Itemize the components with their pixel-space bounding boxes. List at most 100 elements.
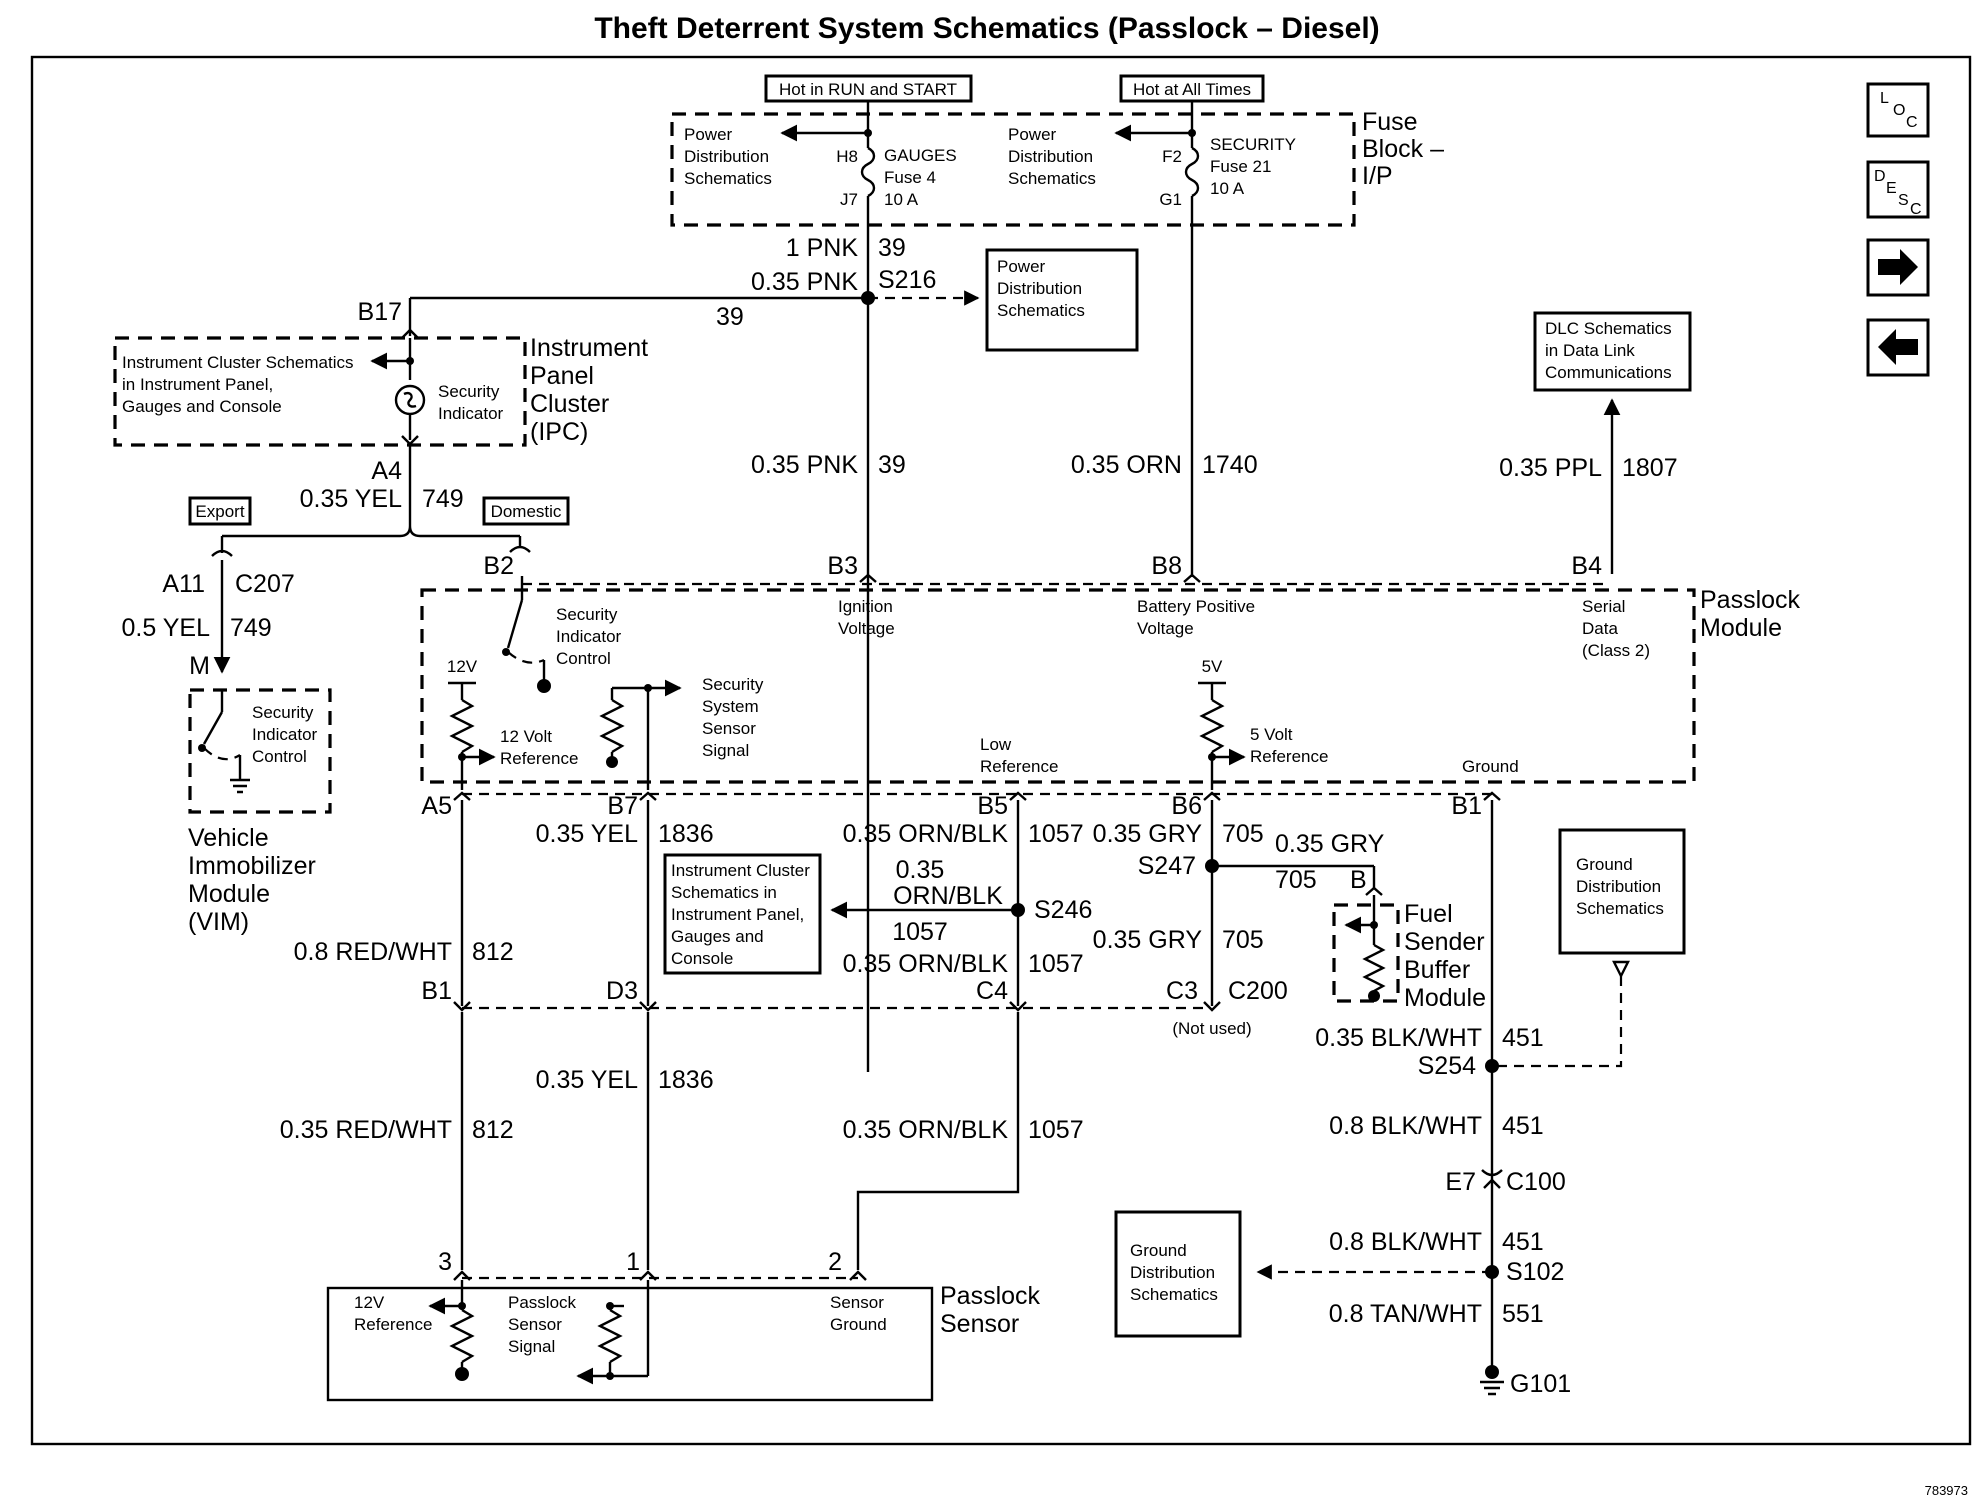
svg-text:Sensor: Sensor bbox=[940, 1310, 1019, 1338]
svg-text:B3: B3 bbox=[827, 552, 858, 580]
svg-text:551: 551 bbox=[1502, 1300, 1544, 1328]
svg-text:Distribution: Distribution bbox=[1130, 1263, 1215, 1282]
svg-text:H8: H8 bbox=[836, 147, 858, 166]
svg-text:Schematics: Schematics bbox=[1576, 899, 1664, 918]
arrow-left-icon bbox=[1878, 329, 1918, 365]
svg-text:Control: Control bbox=[556, 649, 611, 668]
svg-text:1057: 1057 bbox=[1028, 950, 1084, 978]
svg-text:Schematics: Schematics bbox=[1130, 1285, 1218, 1304]
svg-text:B: B bbox=[1350, 866, 1367, 894]
svg-text:Hot in RUN and START: Hot in RUN and START bbox=[779, 80, 957, 99]
svg-text:Immobilizer: Immobilizer bbox=[188, 852, 316, 880]
desc-button[interactable]: D E S C bbox=[1866, 160, 1930, 219]
svg-text:0.8 BLK/WHT: 0.8 BLK/WHT bbox=[1329, 1112, 1482, 1140]
svg-text:E: E bbox=[1886, 180, 1897, 197]
svg-text:0.8 TAN/WHT: 0.8 TAN/WHT bbox=[1329, 1300, 1482, 1328]
svg-text:0.35 GRY: 0.35 GRY bbox=[1093, 926, 1203, 954]
svg-text:(VIM): (VIM) bbox=[188, 908, 249, 936]
svg-text:10 A: 10 A bbox=[884, 190, 919, 209]
svg-text:S102: S102 bbox=[1506, 1258, 1564, 1286]
svg-text:Power: Power bbox=[997, 257, 1046, 276]
svg-text:0.35 ORN/BLK: 0.35 ORN/BLK bbox=[843, 950, 1009, 978]
svg-text:Sensor: Sensor bbox=[702, 719, 756, 738]
svg-text:A11: A11 bbox=[162, 570, 205, 598]
svg-text:749: 749 bbox=[422, 485, 464, 513]
svg-text:S246: S246 bbox=[1034, 896, 1092, 924]
svg-text:C: C bbox=[1910, 201, 1922, 218]
svg-text:Indicator: Indicator bbox=[556, 627, 622, 646]
svg-text:O: O bbox=[1893, 102, 1905, 119]
svg-text:0.35: 0.35 bbox=[896, 856, 945, 884]
svg-text:A4: A4 bbox=[371, 457, 402, 485]
svg-text:Distribution: Distribution bbox=[1576, 877, 1661, 896]
svg-text:A5: A5 bbox=[421, 792, 452, 820]
svg-text:0.8 BLK/WHT: 0.8 BLK/WHT bbox=[1329, 1228, 1482, 1256]
resistor-12v bbox=[449, 698, 475, 754]
svg-text:39: 39 bbox=[878, 451, 906, 479]
svg-text:Voltage: Voltage bbox=[838, 619, 895, 638]
svg-text:B4: B4 bbox=[1571, 552, 1602, 580]
svg-text:I/P: I/P bbox=[1362, 162, 1393, 190]
svg-text:0.35 YEL: 0.35 YEL bbox=[536, 820, 639, 848]
svg-text:Fuse 21: Fuse 21 bbox=[1210, 157, 1271, 176]
svg-text:Voltage: Voltage bbox=[1137, 619, 1194, 638]
svg-text:1: 1 bbox=[626, 1248, 640, 1276]
instrument-panel-cluster bbox=[113, 336, 527, 447]
passlock-sensor bbox=[326, 1286, 934, 1402]
svg-text:Battery Positive: Battery Positive bbox=[1137, 597, 1255, 616]
svg-text:Fuse 4: Fuse 4 bbox=[884, 168, 936, 187]
svg-text:in Data Link: in Data Link bbox=[1545, 341, 1635, 360]
svg-text:0.35 YEL: 0.35 YEL bbox=[300, 485, 403, 513]
svg-text:0.5 YEL: 0.5 YEL bbox=[121, 614, 210, 642]
svg-text:B6: B6 bbox=[1171, 792, 1202, 820]
svg-text:Module: Module bbox=[188, 880, 270, 908]
svg-text:Schematics in: Schematics in bbox=[671, 883, 777, 902]
svg-text:S: S bbox=[1898, 192, 1909, 209]
svg-text:Indicator: Indicator bbox=[438, 404, 504, 423]
svg-text:812: 812 bbox=[472, 1116, 514, 1144]
svg-text:Panel: Panel bbox=[530, 362, 594, 390]
resistor-sensor-signal bbox=[599, 698, 625, 754]
svg-text:1807: 1807 bbox=[1622, 454, 1678, 482]
svg-text:0.8 RED/WHT: 0.8 RED/WHT bbox=[294, 938, 452, 966]
svg-text:F2: F2 bbox=[1162, 147, 1182, 166]
svg-text:Distribution: Distribution bbox=[684, 147, 769, 166]
loc-button[interactable]: L O C bbox=[1866, 82, 1930, 138]
svg-text:5V: 5V bbox=[1202, 657, 1223, 676]
vehicle-immobilizer-module bbox=[188, 688, 332, 814]
svg-text:705: 705 bbox=[1275, 866, 1317, 894]
svg-text:in Instrument Panel,: in Instrument Panel, bbox=[122, 375, 273, 394]
svg-text:Ground: Ground bbox=[1130, 1241, 1187, 1260]
svg-text:Schematics: Schematics bbox=[1008, 169, 1096, 188]
svg-text:SECURITY: SECURITY bbox=[1210, 135, 1296, 154]
svg-text:Serial: Serial bbox=[1582, 597, 1625, 616]
svg-text:39: 39 bbox=[878, 234, 906, 262]
figure-code: 783973 bbox=[1925, 1483, 1968, 1498]
svg-text:B5: B5 bbox=[977, 792, 1008, 820]
svg-text:Domestic: Domestic bbox=[491, 502, 562, 521]
back-button[interactable] bbox=[1866, 318, 1930, 377]
svg-text:DLC Schematics: DLC Schematics bbox=[1545, 319, 1672, 338]
svg-text:1740: 1740 bbox=[1202, 451, 1258, 479]
svg-text:Instrument Panel,: Instrument Panel, bbox=[671, 905, 804, 924]
passlock-module bbox=[420, 588, 1696, 784]
domestic-option: Domestic bbox=[482, 496, 570, 526]
svg-text:C100: C100 bbox=[1506, 1168, 1566, 1196]
svg-text:D3: D3 bbox=[606, 977, 638, 1005]
svg-text:1057: 1057 bbox=[1028, 1116, 1084, 1144]
svg-text:C200: C200 bbox=[1228, 977, 1288, 1005]
svg-text:749: 749 bbox=[230, 614, 272, 642]
svg-text:Sensor: Sensor bbox=[508, 1315, 562, 1334]
instrument-cluster-schematics-box: Instrument Cluster Schematics in Instrum… bbox=[663, 853, 822, 975]
svg-text:Data: Data bbox=[1582, 619, 1618, 638]
svg-text:Module: Module bbox=[1700, 614, 1782, 642]
svg-text:Reference: Reference bbox=[1250, 747, 1328, 766]
svg-text:Security: Security bbox=[252, 703, 314, 722]
forward-button[interactable] bbox=[1866, 238, 1930, 297]
ipc-label: Instrument Panel Cluster (IPC) bbox=[530, 334, 648, 446]
svg-text:1057: 1057 bbox=[892, 918, 948, 946]
svg-text:Power: Power bbox=[684, 125, 733, 144]
svg-text:Distribution: Distribution bbox=[1008, 147, 1093, 166]
resistor-5v bbox=[1199, 698, 1225, 754]
svg-text:Schematics: Schematics bbox=[997, 301, 1085, 320]
